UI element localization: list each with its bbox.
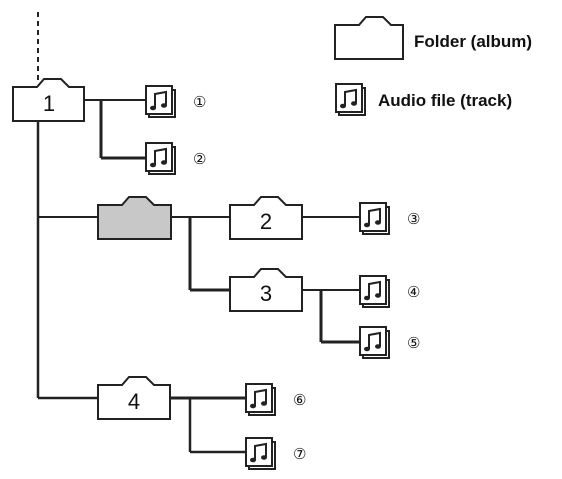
track-label: ①: [193, 94, 206, 111]
folder-label: 3: [260, 281, 272, 306]
folder-label: 2: [260, 209, 272, 234]
folder-icon: [97, 196, 172, 240]
folder-root-album: 1: [12, 78, 85, 122]
legend-folder: Folder (album): [334, 16, 532, 60]
legend-file: Audio file (track): [335, 83, 512, 116]
music-note-icon: [359, 275, 390, 308]
track-label: ③: [407, 211, 420, 228]
track-label: ⑦: [293, 446, 306, 463]
folder-icon: [229, 196, 303, 240]
folder-album-3: 3: [229, 268, 303, 312]
track-1: ①: [145, 85, 206, 118]
track-label: ②: [193, 151, 206, 168]
folder-label: 1: [43, 91, 55, 116]
folder-icon: [12, 78, 85, 122]
folder-icon: [97, 376, 171, 420]
tree-connectors: [36, 12, 360, 454]
folder-album-4: 4: [97, 376, 171, 420]
track-5: ⑤: [359, 326, 420, 359]
folder-album-2: 2: [229, 196, 303, 240]
folder-label: 4: [128, 389, 140, 414]
legend-file-label: Audio file (track): [378, 91, 512, 110]
music-note-icon: [145, 142, 176, 175]
legend: Folder (album) Audio file (track): [334, 16, 532, 116]
track-label: ④: [407, 284, 420, 301]
music-note-icon: [145, 85, 176, 118]
track-4: ④: [359, 275, 420, 308]
track-label: ⑥: [293, 392, 306, 409]
music-note-icon: [245, 383, 276, 416]
folder-highlighted-album: [97, 196, 172, 240]
music-note-icon: [245, 437, 276, 470]
music-note-icon: [359, 326, 390, 359]
music-note-icon: [359, 202, 390, 235]
track-2: ②: [145, 142, 206, 175]
folder-icon: [229, 268, 303, 312]
track-3: ③: [359, 202, 420, 235]
music-note-icon: [335, 83, 366, 116]
track-6: ⑥: [245, 383, 306, 416]
legend-folder-label: Folder (album): [414, 32, 532, 51]
folder-outline-icon: [334, 16, 404, 60]
track-7: ⑦: [245, 437, 306, 470]
track-label: ⑤: [407, 335, 420, 352]
